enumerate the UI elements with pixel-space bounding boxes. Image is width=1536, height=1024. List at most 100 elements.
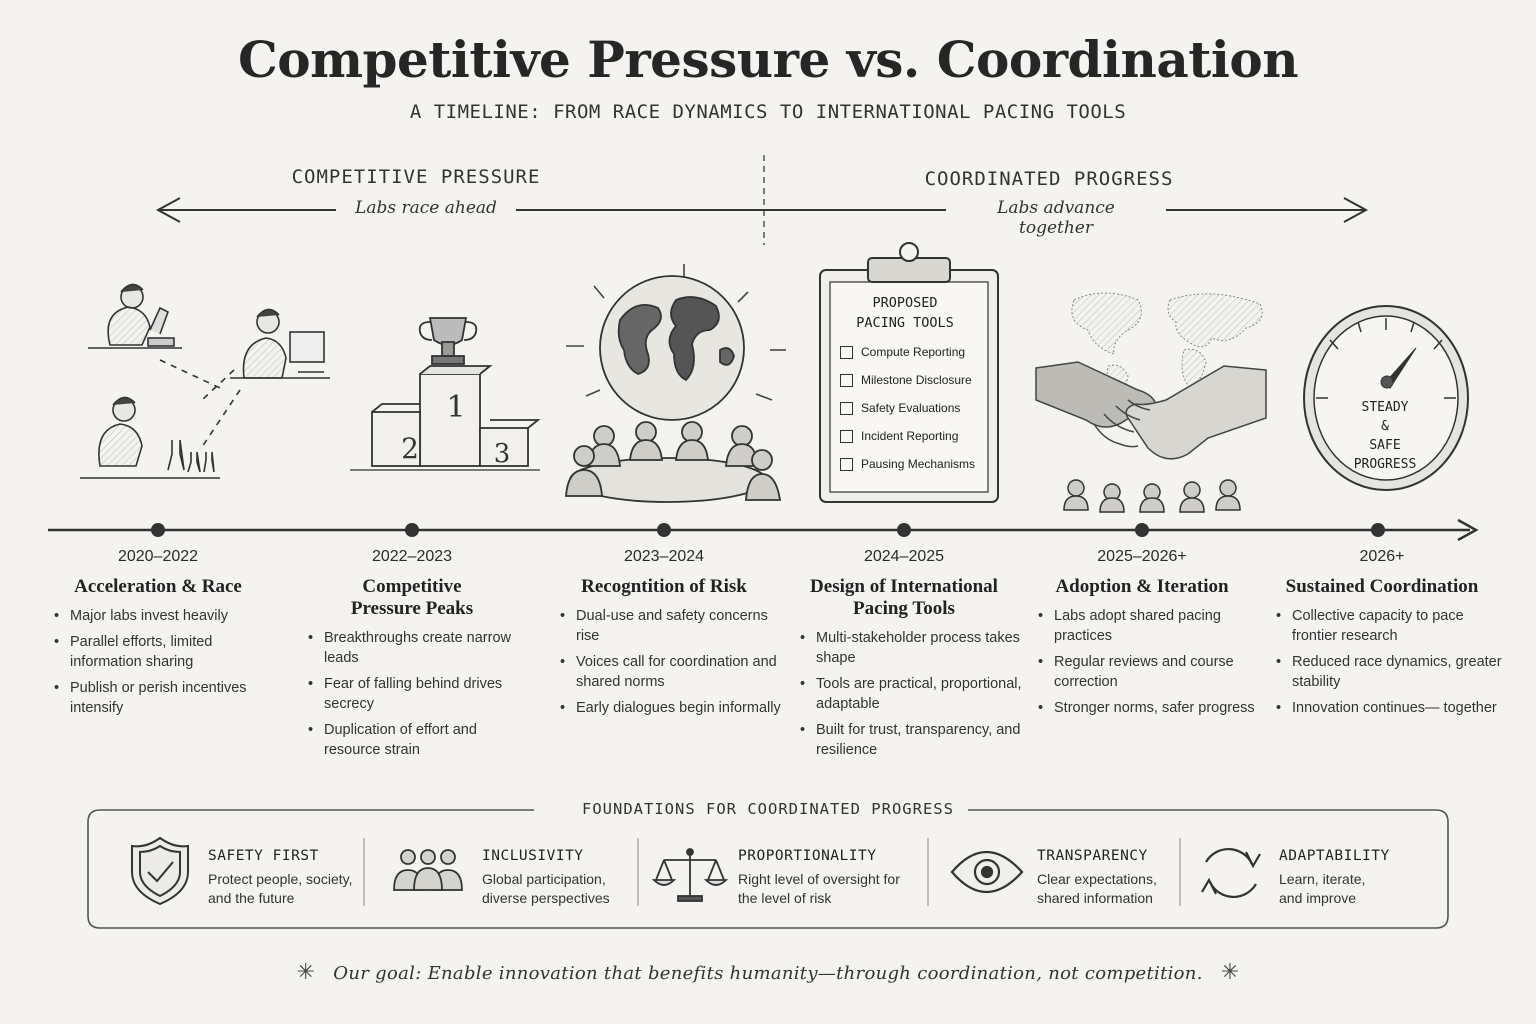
stage-bullet: Reduced race dynamics, greater stability: [1274, 652, 1504, 692]
checklist-item-label: Milestone Disclosure: [861, 373, 972, 387]
stage-bullet: Stronger norms, safer progress: [1036, 698, 1262, 718]
stage-bullets: Multi-stakeholder process takes shape To…: [798, 628, 1024, 760]
checklist-item-label: Incident Reporting: [861, 429, 959, 443]
stage-bullet: Dual-use and safety concerns rise: [558, 606, 784, 646]
stage-bullets: Labs adopt shared pacing practices Regul…: [1036, 606, 1262, 718]
stage-bullet: Tools are practical, proportional, adapt…: [798, 674, 1024, 714]
stage-bullet: Collective capacity to pace frontier res…: [1274, 606, 1504, 646]
checklist-item-label: Compute Reporting: [861, 345, 966, 359]
phase-label-competitive: COMPETITIVE PRESSURE: [291, 166, 541, 188]
timeline-node: [897, 523, 911, 537]
people-group-icon: [393, 849, 463, 891]
foundation-title: PROPORTIONALITY: [738, 848, 877, 864]
phase-label-coordinated: COORDINATED PROGRESS: [924, 168, 1174, 190]
asterisk-icon: ✳: [296, 960, 316, 985]
checkbox-icon[interactable]: [840, 457, 853, 471]
handshake-worldmap-illustration: [1035, 292, 1267, 513]
stage-6: 2026+ Sustained Coordination Collective …: [1260, 548, 1504, 724]
podium-second-label: 2: [401, 432, 419, 465]
stage-bullet: Innovation continues— together: [1274, 698, 1504, 718]
podium-first-label: 1: [446, 390, 465, 425]
clipboard-title: PROPOSED PACING TOOLS: [830, 293, 980, 333]
stage-title: Design of International Pacing Tools: [810, 576, 998, 619]
stage-bullet: Multi-stakeholder process takes shape: [798, 628, 1024, 668]
foundation-adaptability: ADAPTABILITY Learn, iterate, and improve: [1279, 848, 1429, 908]
stage-bullet: Publish or perish incentives intensify: [52, 678, 278, 718]
stage-title: Sustained Coordination: [1285, 576, 1479, 597]
stage-bullets: Collective capacity to pace frontier res…: [1274, 606, 1504, 718]
stage-bullet: Labs adopt shared pacing practices: [1036, 606, 1262, 646]
checklist-item[interactable]: Safety Evaluations: [840, 401, 960, 415]
stage-5: 2025–2026+ Adoption & Iteration Labs ado…: [1022, 548, 1262, 724]
globe-roundtable-illustration: [565, 264, 786, 503]
checkbox-icon[interactable]: [840, 429, 853, 443]
stage-bullet: Built for trust, transparency, and resil…: [798, 720, 1024, 760]
stage-title: Adoption & Iteration: [1055, 576, 1229, 597]
foundations-dividers: [363, 838, 1181, 906]
timeline-node: [657, 523, 671, 537]
stage-bullet: Major labs invest heavily: [52, 606, 278, 626]
checkbox-icon[interactable]: [840, 373, 853, 387]
phase-sub-coordinated: Labs advance together: [946, 198, 1166, 238]
clipboard-illustration: [819, 242, 999, 503]
stage-1: 2020–2022 Acceleration & Race Major labs…: [38, 548, 278, 724]
foundations-box: [87, 809, 1449, 929]
gauge-illustration: [1303, 305, 1469, 491]
page-subtitle: A TIMELINE: FROM RACE DYNAMICS TO INTERN…: [409, 101, 1127, 123]
stage-3: 2023–2024 Recogntition of Risk Dual-use …: [544, 548, 784, 724]
timeline-node: [405, 523, 419, 537]
stage-bullets: Breakthroughs create narrow leads Fear o…: [306, 628, 532, 760]
podium-trophy-illustration: [350, 317, 541, 471]
checkbox-icon[interactable]: [840, 345, 853, 359]
checkbox-icon[interactable]: [840, 401, 853, 415]
checklist-item[interactable]: Incident Reporting: [840, 429, 958, 443]
foundation-desc: Right level of oversight for the level o…: [738, 871, 900, 906]
stage-year: 2023–2024: [623, 548, 705, 565]
timeline-arrowhead: [1457, 518, 1479, 542]
foundation-safety: SAFETY FIRST Protect people, society, an…: [208, 848, 358, 908]
stage-year: 2024–2025: [863, 548, 945, 565]
stage-bullet: Breakthroughs create narrow leads: [306, 628, 532, 668]
stage-bullet: Duplication of effort and resource strai…: [306, 720, 532, 760]
checklist-item[interactable]: Milestone Disclosure: [840, 373, 972, 387]
timeline-node: [1371, 523, 1385, 537]
stage-title: Acceleration & Race: [74, 576, 242, 597]
stage-bullets: Dual-use and safety concerns rise Voices…: [558, 606, 784, 718]
scales-icon: [651, 848, 729, 902]
timeline-node: [151, 523, 165, 537]
checklist-item[interactable]: Compute Reporting: [840, 345, 965, 359]
asterisk-icon: ✳: [1220, 960, 1240, 985]
clipboard-title-text: PROPOSED PACING TOOLS: [856, 295, 954, 331]
foundation-title: ADAPTABILITY: [1279, 848, 1390, 864]
foundation-title: SAFETY FIRST: [208, 848, 319, 864]
foundation-title: TRANSPARENCY: [1037, 848, 1148, 864]
stage-2: 2022–2023 Competitive Pressure Peaks Bre…: [292, 548, 532, 766]
eye-icon: [950, 850, 1024, 894]
phase-arrow: [155, 197, 1369, 223]
stage-year: 2026+: [1359, 548, 1405, 565]
timeline-nodes: [151, 523, 1385, 537]
foundation-title: INCLUSIVITY: [482, 848, 584, 864]
checklist-item-label: Pausing Mechanisms: [861, 457, 976, 471]
checklist-item-label: Safety Evaluations: [861, 401, 961, 415]
foundation-desc: Protect people, society, and the future: [208, 871, 353, 906]
stage-bullet: Regular reviews and course correction: [1036, 652, 1262, 692]
foundations-title-text: FOUNDATIONS FOR COORDINATED PROGRESS: [568, 800, 968, 818]
stage-bullets: Major labs invest heavily Parallel effor…: [52, 606, 278, 718]
stage-bullet: Parallel efforts, limited information sh…: [52, 632, 278, 672]
checklist-item[interactable]: Pausing Mechanisms: [840, 457, 975, 471]
stage-bullet: Fear of falling behind drives secrecy: [306, 674, 532, 714]
stage-bullet: Voices call for coordination and shared …: [558, 652, 784, 692]
stage-year: 2022–2023: [371, 548, 453, 565]
foundation-desc: Learn, iterate, and improve: [1279, 871, 1366, 906]
stage-title: Recogntition of Risk: [581, 576, 747, 597]
foundation-transparency: TRANSPARENCY Clear expectations, shared …: [1037, 848, 1177, 908]
stage-title: Competitive Pressure Peaks: [350, 576, 474, 619]
goal-statement: ✳Our goal: Enable innovation that benefi…: [0, 960, 1536, 985]
scientists-illustration: [80, 283, 330, 479]
shield-check-icon: [131, 836, 189, 906]
foundation-inclusivity: INCLUSIVITY Global participation, divers…: [482, 848, 632, 908]
page-title: Competitive Pressure vs. Coordination: [237, 30, 1299, 89]
foundation-proportionality: PROPORTIONALITY Right level of oversight…: [738, 848, 908, 908]
